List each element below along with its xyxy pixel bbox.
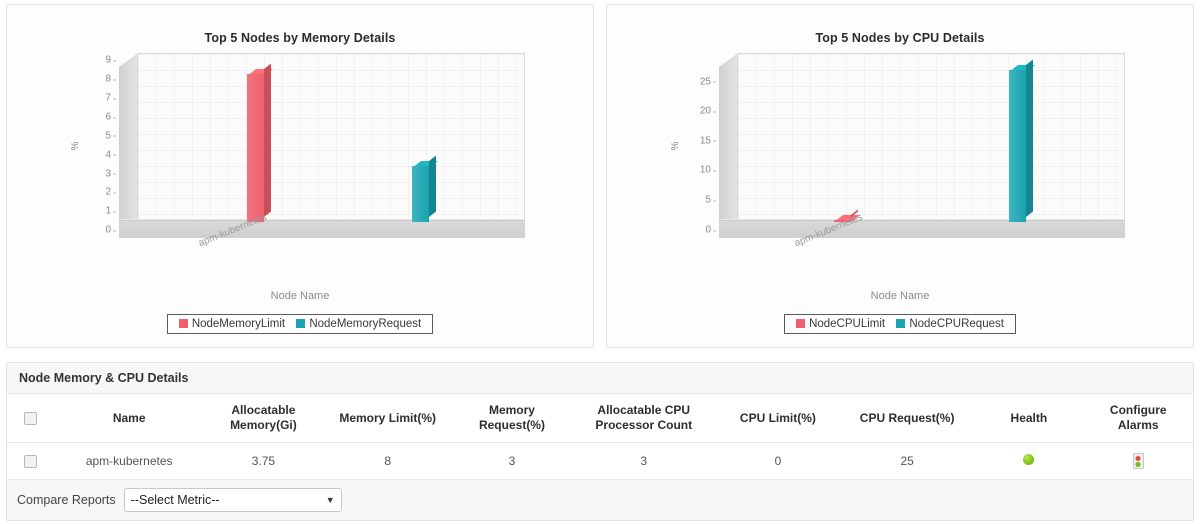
- row-select-checkbox[interactable]: [24, 455, 38, 469]
- chart-floor: [719, 220, 1125, 238]
- cell-node-name[interactable]: apm-kubernetes: [54, 442, 204, 480]
- legend-label: NodeCPURequest: [909, 318, 1004, 330]
- col-header-allocatable-memory[interactable]: Allocatable Memory(Gi): [203, 394, 324, 443]
- table-header-row: Name Allocatable Memory(Gi) Memory Limit…: [7, 394, 1193, 443]
- y-tick: 2: [105, 186, 116, 198]
- select-all-checkbox[interactable]: [24, 411, 38, 425]
- chart-back-wall: [137, 53, 525, 222]
- y-tick: 8: [105, 73, 116, 85]
- compare-reports-label: Compare Reports: [17, 493, 116, 507]
- col-header-line-2: Memory(Gi): [230, 418, 297, 432]
- cpu-chart-legend-holder: NodeCPULimit NodeCPURequest: [607, 302, 1193, 334]
- col-header-line-1: Configure: [1109, 403, 1167, 417]
- y-tick: 5: [705, 194, 716, 206]
- col-header-cpu-limit[interactable]: CPU Limit(%): [715, 394, 840, 443]
- traffic-light-icon[interactable]: [1132, 453, 1144, 469]
- legend-swatch-icon: [296, 319, 306, 328]
- cell-health: [974, 442, 1084, 480]
- col-header-name[interactable]: Name: [54, 394, 204, 443]
- cell-cpu-limit: 0: [715, 442, 840, 480]
- y-tick: 4: [105, 149, 116, 161]
- y-tick: 1: [105, 205, 116, 217]
- cpu-chart-plot: % 25 20 15 10 5 0: [670, 53, 1125, 249]
- row-select-cell: [7, 442, 55, 480]
- cpu-chart-title: Top 5 Nodes by CPU Details: [815, 31, 985, 45]
- legend-swatch-icon: [896, 319, 906, 328]
- y-tick: 10: [699, 164, 717, 176]
- bar-node-cpu-request[interactable]: [1009, 59, 1035, 222]
- compare-metric-select[interactable]: --Select Metric--: [123, 488, 342, 512]
- cpu-chart-y-axis: % 25 20 15 10 5 0: [670, 53, 717, 238]
- y-tick: 9: [105, 54, 116, 66]
- chart-left-wall: [119, 53, 138, 222]
- y-tick: 6: [105, 111, 116, 123]
- legend-label: NodeMemoryRequest: [309, 318, 422, 330]
- cpu-chart-panel: Top 5 Nodes by CPU Details % 25 20 15 10…: [606, 4, 1194, 348]
- memory-chart-panel: Top 5 Nodes by Memory Details % 9 8 7 6 …: [6, 4, 594, 348]
- cell-allocatable-cpu: 3: [571, 442, 716, 480]
- y-tick: 7: [105, 92, 116, 104]
- cpu-chart-3d-box: [719, 53, 1125, 238]
- col-header-cpu-request[interactable]: CPU Request(%): [840, 394, 975, 443]
- bar-node-cpu-limit[interactable]: [834, 209, 860, 222]
- node-details-table: Name Allocatable Memory(Gi) Memory Limit…: [7, 394, 1193, 480]
- memory-chart-x-axis-title: Node Name: [270, 290, 330, 302]
- legend-item-node-memory-request[interactable]: NodeMemoryRequest: [296, 318, 421, 330]
- compare-reports-bar: Compare Reports --Select Metric-- ▼: [7, 480, 1193, 520]
- y-tick: 15: [699, 135, 717, 147]
- cell-memory-request: 3: [452, 442, 572, 480]
- select-all-header: [7, 394, 55, 443]
- col-header-memory-limit[interactable]: Memory Limit(%): [323, 394, 453, 443]
- col-header-line-2: Alarms: [1117, 418, 1159, 432]
- col-header-allocatable-cpu[interactable]: Allocatable CPU Processor Count: [571, 394, 716, 443]
- y-tick: 5: [105, 130, 116, 142]
- bar-node-memory-request[interactable]: [412, 155, 438, 222]
- cell-configure-alarms: [1083, 442, 1193, 480]
- cell-cpu-request: 25: [840, 442, 975, 480]
- table-row: apm-kubernetes 3.75 8 3 3 0 25: [7, 442, 1193, 480]
- legend-item-node-cpu-limit[interactable]: NodeCPULimit: [796, 318, 885, 330]
- chart-floor: [119, 220, 525, 238]
- col-header-line-2: Request(%): [478, 418, 545, 432]
- memory-chart-legend: NodeMemoryLimit NodeMemoryRequest: [166, 314, 434, 334]
- memory-chart-y-axis-label: %: [69, 141, 81, 150]
- legend-item-node-memory-limit[interactable]: NodeMemoryLimit: [178, 318, 286, 330]
- col-header-line-1: Allocatable CPU: [597, 403, 691, 417]
- health-status-icon: [1023, 454, 1035, 465]
- chart-left-wall: [719, 53, 738, 222]
- legend-swatch-icon: [796, 319, 806, 328]
- metric-select-wrap: --Select Metric-- ▼: [123, 488, 342, 512]
- memory-chart-plot: % 9 8 7 6 5 4 3 2 1 0: [70, 53, 525, 249]
- col-header-line-2: Processor Count: [595, 418, 693, 432]
- legend-swatch-icon: [178, 319, 188, 328]
- col-header-configure-alarms: Configure Alarms: [1083, 394, 1193, 443]
- memory-chart-legend-holder: NodeMemoryLimit NodeMemoryRequest: [7, 302, 593, 334]
- memory-chart-3d-box: [119, 53, 525, 238]
- memory-chart-title: Top 5 Nodes by Memory Details: [204, 31, 396, 45]
- col-header-memory-request[interactable]: Memory Request(%): [452, 394, 572, 443]
- cell-memory-limit: 8: [323, 442, 453, 480]
- cpu-chart-legend: NodeCPULimit NodeCPURequest: [784, 314, 1016, 334]
- col-header-line-1: Memory: [488, 403, 535, 417]
- legend-label: NodeCPULimit: [809, 318, 886, 330]
- charts-row: Top 5 Nodes by Memory Details % 9 8 7 6 …: [6, 4, 1194, 348]
- y-tick: 25: [699, 76, 717, 88]
- cpu-chart-x-axis-title: Node Name: [870, 290, 930, 302]
- node-details-card-title: Node Memory & CPU Details: [7, 363, 1193, 394]
- bar-node-memory-limit[interactable]: [247, 63, 273, 222]
- node-details-card: Node Memory & CPU Details Name Allocatab…: [6, 362, 1194, 521]
- y-tick: 0: [105, 224, 116, 236]
- legend-item-node-cpu-request[interactable]: NodeCPURequest: [896, 318, 1004, 330]
- cell-allocatable-memory: 3.75: [203, 442, 324, 480]
- memory-chart-y-axis: % 9 8 7 6 5 4 3 2 1 0: [70, 53, 117, 238]
- col-header-health[interactable]: Health: [974, 394, 1084, 443]
- legend-label: NodeMemoryLimit: [191, 318, 286, 330]
- y-tick: 20: [699, 105, 717, 117]
- cpu-chart-y-axis-label: %: [669, 141, 681, 150]
- y-tick: 0: [705, 224, 716, 236]
- col-header-line-1: Allocatable: [231, 403, 296, 417]
- y-tick: 3: [105, 168, 116, 180]
- chart-back-wall: [737, 53, 1125, 222]
